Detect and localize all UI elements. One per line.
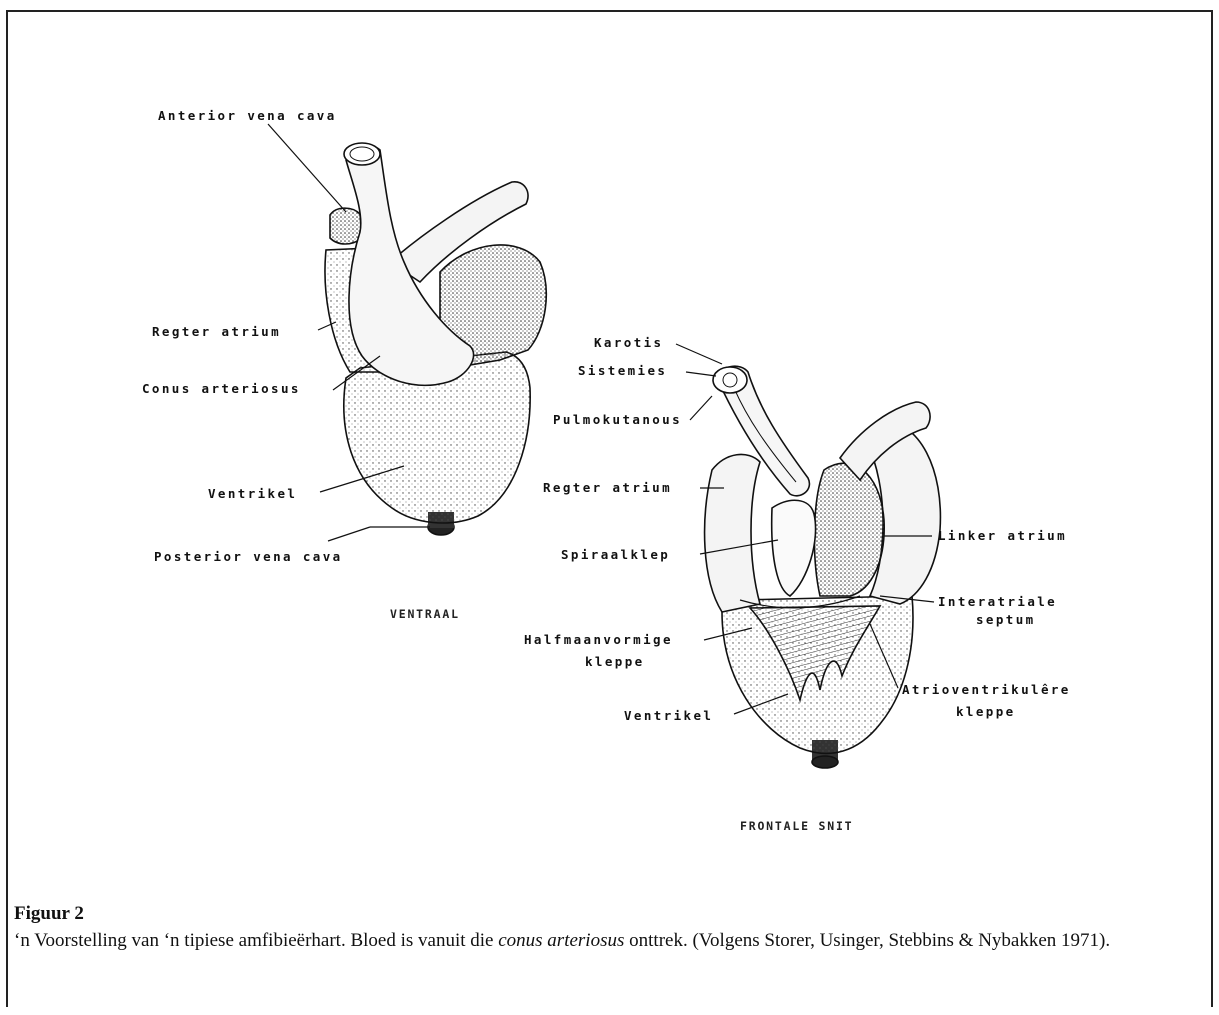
label-septum: septum (976, 612, 1036, 627)
label-conus-arteriosus: Conus arteriosus (142, 381, 301, 396)
label-karotis: Karotis (594, 335, 663, 350)
view-title-ventraal: VENTRAAL (390, 607, 460, 621)
view-title-frontale-snit: FRONTALE SNIT (740, 819, 853, 833)
label-halfmaanvormige-kleppe: kleppe (585, 654, 645, 669)
label-spiraalklep: Spiraalklep (561, 547, 670, 562)
caption-body: ‘n Voorstelling van ‘n tipiese amfibieër… (14, 926, 1209, 956)
label-atrioventrikulere-kleppe: kleppe (956, 704, 1016, 719)
label-posterior-vena-cava: Posterior vena cava (154, 549, 343, 564)
label-linker-atrium: Linker atrium (938, 528, 1067, 543)
label-pulmokutanous: Pulmokutanous (553, 412, 682, 427)
ventral-heart-drawing (325, 143, 546, 535)
label-regter-atrium-frontal: Regter atrium (543, 480, 672, 495)
frontal-heart-drawing (705, 366, 941, 768)
caption-text-start: ‘n Voorstelling van ‘n tipiese amfibieër… (14, 930, 498, 951)
label-regter-atrium-ventral: Regter atrium (152, 324, 281, 339)
label-anterior-vena-cava: Anterior vena cava (158, 108, 337, 123)
label-interatriale: Interatriale (938, 594, 1057, 609)
figure-caption: Figuur 2 ‘n Voorstelling van ‘n tipiese … (14, 902, 1209, 956)
label-halfmaanvormige: Halfmaanvormige (524, 632, 673, 647)
caption-heading: Figuur 2 (14, 902, 1209, 926)
label-ventrikel-ventral: Ventrikel (208, 486, 297, 501)
caption-text-end: onttrek. (Volgens Storer, Usinger, Stebb… (624, 930, 1110, 951)
label-ventrikel-frontal: Ventrikel (624, 708, 713, 723)
label-sistemies: Sistemies (578, 363, 667, 378)
caption-text-italic: conus arteriosus (498, 930, 624, 951)
label-atrioventrikulere: Atrioventrikulêre (902, 682, 1071, 697)
